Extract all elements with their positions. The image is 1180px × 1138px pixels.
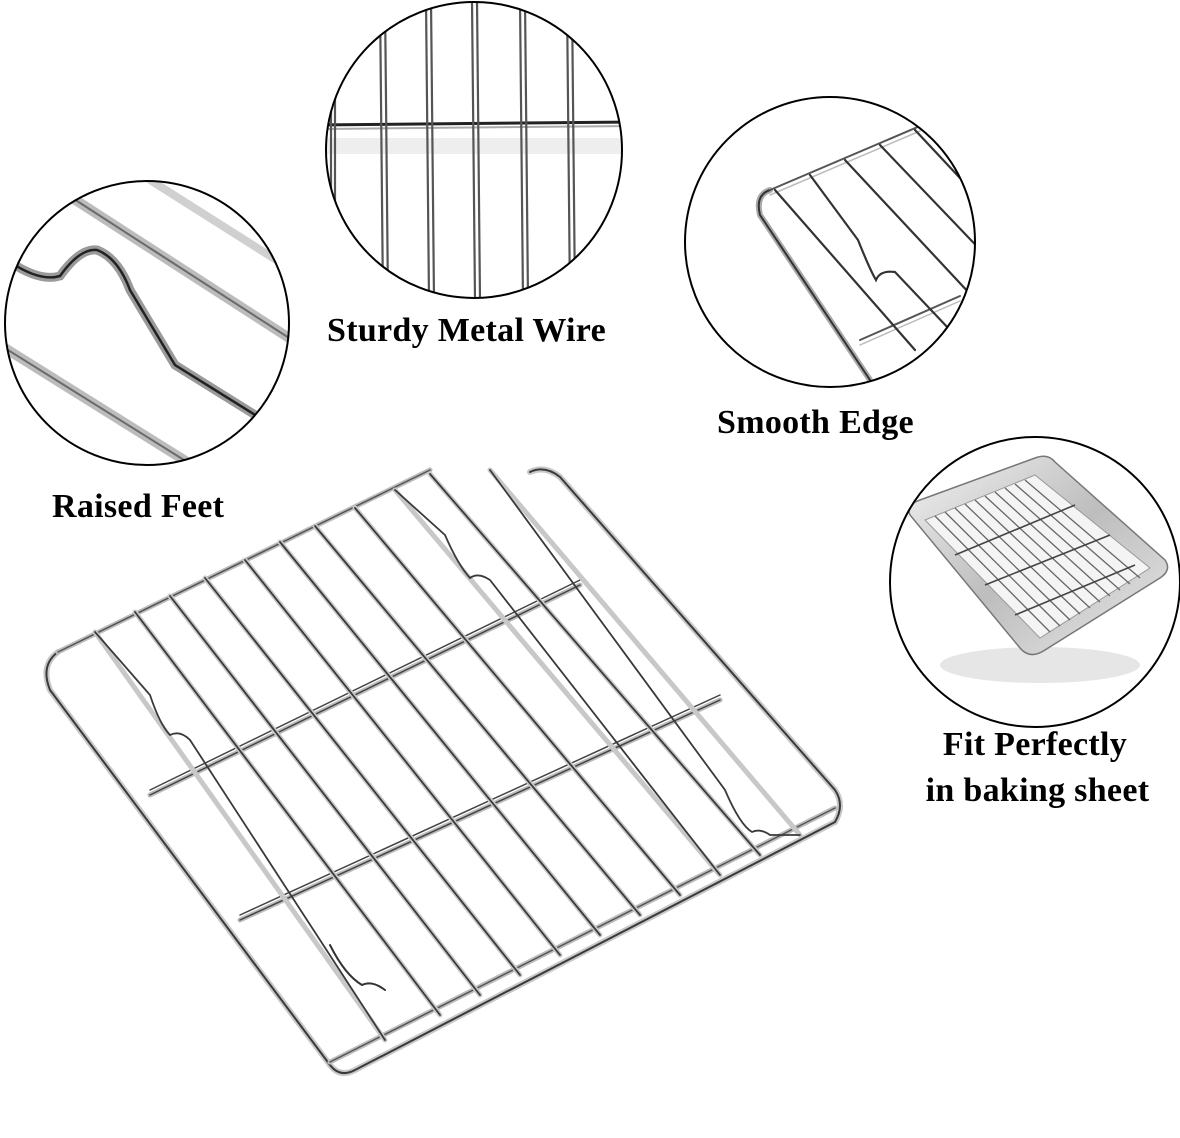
fit-perfectly-label-line2: in baking sheet [925,772,1150,809]
smooth-edge-detail-image [684,96,976,388]
raised-feet-detail-image [4,180,290,466]
main-wire-rack-image [43,466,843,1077]
sturdy-metal-wire-label: Sturdy Metal Wire [327,312,606,349]
smooth-edge-label: Smooth Edge [717,404,914,441]
sturdy-wire-detail-image [325,1,623,299]
baking-sheet-detail-image [889,436,1180,728]
fit-perfectly-label-line1: Fit Perfectly [942,726,1128,763]
raised-feet-label: Raised Feet [52,488,225,525]
